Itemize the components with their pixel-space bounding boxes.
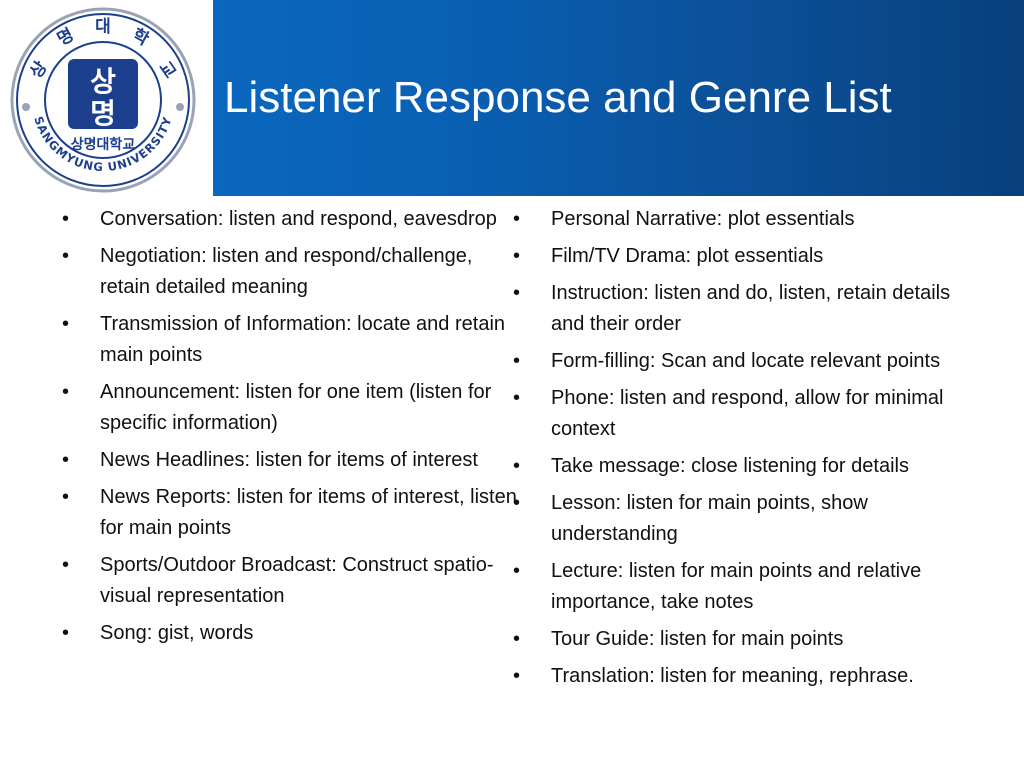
list-item: • Form-filling: Scan and locate relevant … bbox=[513, 346, 983, 377]
list-item: •News Reports: listen for items of inter… bbox=[62, 482, 518, 544]
bullet: • bbox=[513, 628, 521, 650]
logo-panel: 상 명 대 학 교 SANGMYUNG UNIVERSITY 상 명 상명대학교 bbox=[0, 0, 213, 196]
list-item-text: Conversation: listen and respond, eavesd… bbox=[100, 208, 497, 230]
list-item: • Transmission of Information: locate and… bbox=[62, 309, 518, 371]
bullet: • bbox=[62, 622, 70, 644]
list-item: • Phone: listen and respond, allow for mi… bbox=[513, 383, 983, 445]
left-genre-list: • Conversation: listen and respond, eaves… bbox=[62, 204, 518, 655]
list-item: • Instruction: listen and do, listen, ret… bbox=[513, 278, 983, 340]
list-item: • Sports/Outdoor Broadcast: Construct spa… bbox=[62, 550, 518, 612]
bullet: • bbox=[513, 665, 521, 687]
bullet: • bbox=[62, 208, 70, 230]
list-item-text: News Reports: listen for items of intere… bbox=[100, 486, 517, 539]
list-item-text: Translation: listen for meaning, rephras… bbox=[551, 665, 914, 687]
bullet: • bbox=[513, 208, 521, 230]
list-item-text: Tour Guide: listen for main points bbox=[551, 628, 844, 650]
list-item-text: Film/TV Drama: plot essentials bbox=[551, 245, 824, 267]
bullet: • bbox=[513, 282, 521, 304]
list-item: • Personal Narrative: plot essentials bbox=[513, 204, 983, 235]
list-item-text: Lesson: listen for main points, show und… bbox=[551, 492, 868, 545]
seal-monogram-top: 상 bbox=[90, 65, 116, 98]
list-item-text: Sports/Outdoor Broadcast: Construct spat… bbox=[100, 554, 494, 607]
university-seal-logo: 상 명 대 학 교 SANGMYUNG UNIVERSITY 상 명 상명대학교 bbox=[10, 7, 196, 193]
list-item: • Song: gist, words bbox=[62, 618, 518, 649]
bullet: • bbox=[513, 245, 521, 267]
seal-monogram-bottom: 명 bbox=[90, 97, 116, 130]
list-item-text: News Headlines: listen for items of inte… bbox=[100, 449, 478, 471]
list-item-text: Form-filling: Scan and locate relevant p… bbox=[551, 350, 941, 372]
list-item: • Tour Guide: listen for main points bbox=[513, 624, 983, 655]
list-item-text: Transmission of Information: locate and … bbox=[100, 313, 506, 366]
seal-korean-name: 상명대학교 bbox=[71, 136, 136, 153]
list-item-text: Instruction: listen and do, listen, reta… bbox=[551, 282, 951, 335]
bullet: • bbox=[513, 350, 521, 372]
seal-dot bbox=[176, 103, 184, 111]
list-item-text: Phone: listen and respond, allow for min… bbox=[551, 387, 944, 440]
list-item: • Take message: close listening for detai… bbox=[513, 451, 983, 482]
list-item-text: Personal Narrative: plot essentials bbox=[551, 208, 855, 230]
bullet: • bbox=[62, 245, 70, 267]
list-item-text: Song: gist, words bbox=[100, 622, 254, 644]
list-item: • Translation: listen for meaning, rephra… bbox=[513, 661, 983, 692]
list-item: • Announcement: listen for one item (list… bbox=[62, 377, 518, 439]
seal-arc-syllable: 대 bbox=[95, 17, 111, 37]
seal-monogram-block bbox=[68, 59, 138, 129]
list-item-text: Take message: close listening for detail… bbox=[551, 455, 909, 477]
bullet: • bbox=[62, 486, 70, 508]
bullet: • bbox=[62, 449, 70, 471]
list-item: • Film/TV Drama: plot essentials bbox=[513, 241, 983, 272]
bullet: • bbox=[513, 455, 521, 477]
title-banner: 상 명 대 학 교 SANGMYUNG UNIVERSITY 상 명 상명대학교… bbox=[0, 0, 1024, 196]
list-item: • Lesson: listen for main points, show un… bbox=[513, 488, 983, 550]
list-item: • Lecture: listen for main points and rel… bbox=[513, 556, 983, 618]
bullet: • bbox=[62, 381, 70, 403]
list-item: • Negotiation: listen and respond/challen… bbox=[62, 241, 518, 303]
bullet: • bbox=[513, 492, 521, 514]
bullet: • bbox=[62, 554, 70, 576]
list-item: • Conversation: listen and respond, eaves… bbox=[62, 204, 518, 235]
list-item: • News Headlines: listen for items of int… bbox=[62, 445, 518, 476]
bullet: • bbox=[513, 560, 521, 582]
list-item-text: Announcement: listen for one item (liste… bbox=[100, 381, 492, 434]
slide-title: Listener Response and Genre List bbox=[224, 73, 892, 122]
bullet: • bbox=[62, 313, 70, 335]
list-item-text: Lecture: listen for main points and rela… bbox=[551, 560, 922, 613]
list-item-text: Negotiation: listen and respond/challeng… bbox=[100, 245, 473, 298]
right-genre-list: • Personal Narrative: plot essentials • Fi… bbox=[513, 204, 983, 698]
bullet: • bbox=[513, 387, 521, 409]
seal-dot bbox=[22, 103, 30, 111]
